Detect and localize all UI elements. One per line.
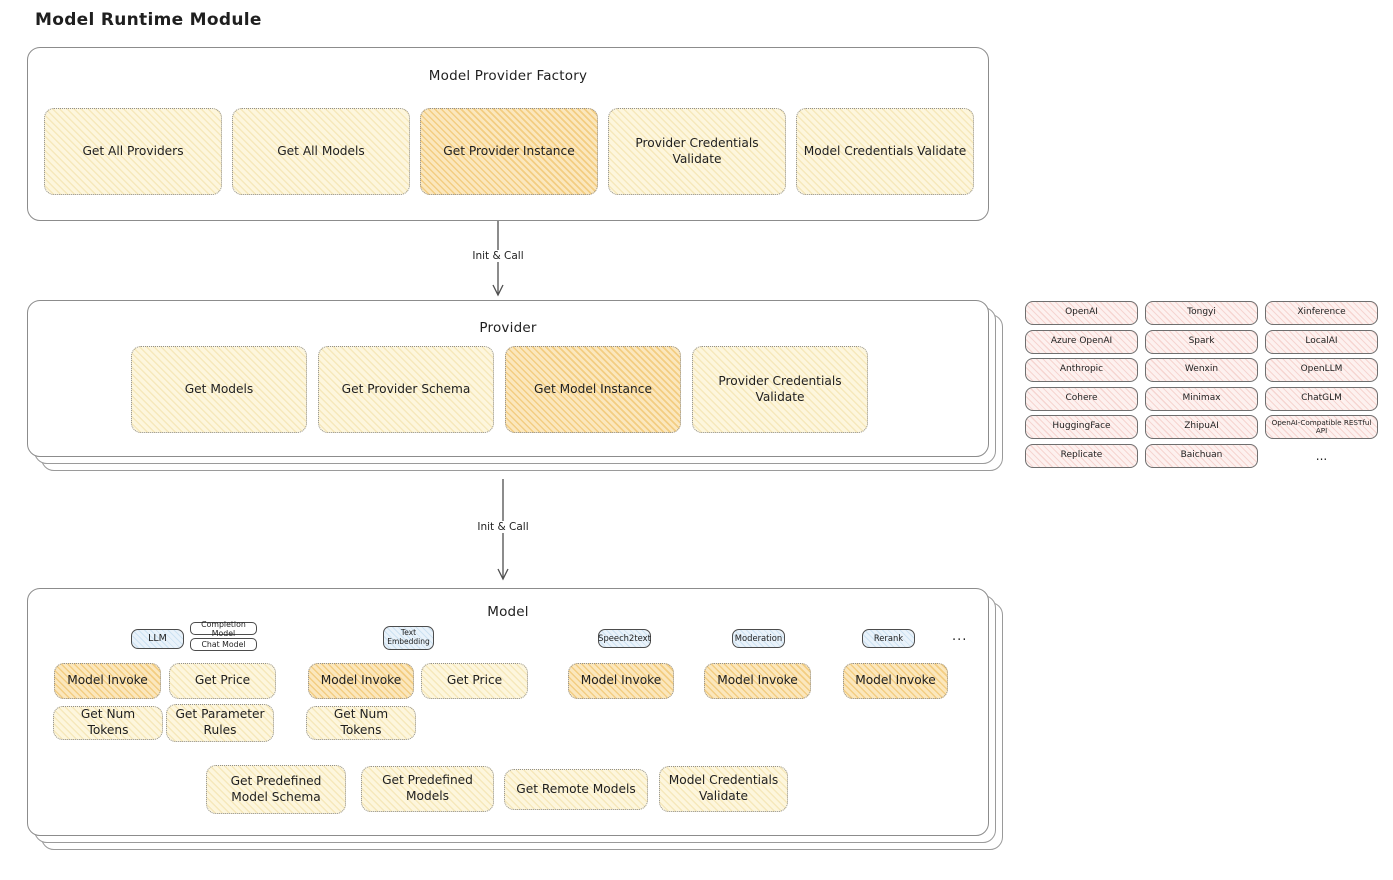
node-get-predefined-model-schema: Get Predefined Model Schema (206, 765, 346, 814)
provider-item-chatglm: ChatGLM (1265, 386, 1378, 411)
node-provider-credentials-validate: Provider Credentials Validate (608, 108, 786, 195)
tab-speech2text: Speech2text (598, 629, 651, 648)
provider-item-wenxin: Wenxin (1145, 358, 1258, 382)
tab-rerank: Rerank (862, 629, 915, 648)
provider-item-anthropic: Anthropic (1025, 358, 1138, 382)
node-get-remote-models: Get Remote Models (504, 769, 648, 810)
provider-item-zhipuai: ZhipuAI (1145, 415, 1258, 439)
provider-item-localai: LocalAI (1265, 329, 1378, 354)
node-get-all-providers: Get All Providers (44, 108, 222, 195)
node-model-credentials-validate-2: Model Credentials Validate (659, 766, 788, 812)
node-get-provider-instance: Get Provider Instance (420, 108, 598, 195)
node-get-provider-schema: Get Provider Schema (318, 346, 494, 433)
node-llm-get-num-tokens: Get Num Tokens (53, 706, 163, 740)
provider-item-replicate: Replicate (1025, 443, 1138, 468)
provider-item-cohere: Cohere (1025, 386, 1138, 411)
node-rerank-model-invoke: Model Invoke (843, 663, 948, 699)
tab-moderation: Moderation (732, 629, 785, 648)
model-tabs-ellipsis: ... (952, 629, 968, 644)
diagram-title: Model Runtime Module (35, 10, 262, 30)
node-speech2text-model-invoke: Model Invoke (568, 663, 674, 699)
model-box: Model LLM Completion Model Chat Model Te… (27, 588, 989, 836)
node-embedding-get-num-tokens: Get Num Tokens (306, 706, 416, 740)
node-get-model-instance: Get Model Instance (505, 346, 681, 433)
provider-list-grid: OpenAI Tongyi Xinference Azure OpenAI Sp… (1025, 301, 1378, 468)
provider-item-openllm: OpenLLM (1265, 358, 1378, 382)
model-container: Model LLM Completion Model Chat Model Te… (27, 588, 1003, 850)
provider-item-huggingface: HuggingFace (1025, 415, 1138, 439)
tab-chat-model: Chat Model (190, 638, 257, 651)
node-llm-get-price: Get Price (169, 663, 276, 699)
tab-completion-model: Completion Model (190, 620, 257, 638)
arrow1-label: Init & Call (467, 250, 529, 262)
model-title: Model (487, 604, 529, 620)
provider-item-baichuan: Baichuan (1145, 443, 1258, 468)
tab-llm: LLM (131, 629, 184, 649)
provider-list-ellipsis: ... (1315, 448, 1328, 463)
node-embedding-get-price: Get Price (421, 663, 528, 699)
node-get-models: Get Models (131, 346, 307, 433)
node-get-all-models: Get All Models (232, 108, 410, 195)
node-llm-model-invoke: Model Invoke (54, 663, 161, 699)
arrow2-label: Init & Call (472, 521, 534, 533)
provider-item-azure-openai: Azure OpenAI (1025, 329, 1138, 354)
provider-item-xinference: Xinference (1265, 301, 1378, 325)
node-get-predefined-models: Get Predefined Models (361, 766, 494, 812)
node-provider-credentials-validate-2: Provider Credentials Validate (692, 346, 868, 433)
node-embedding-model-invoke: Model Invoke (308, 663, 414, 699)
provider-box: Provider Get Models Get Provider Schema … (27, 300, 989, 457)
provider-item-minimax: Minimax (1145, 386, 1258, 411)
provider-container: Provider Get Models Get Provider Schema … (27, 300, 1003, 471)
provider-item-tongyi: Tongyi (1145, 301, 1258, 325)
provider-item-openai-compatible: OpenAI-Compatible RESTful API (1265, 415, 1378, 439)
node-get-parameter-rules: Get Parameter Rules (166, 704, 274, 742)
provider-item-openai: OpenAI (1025, 301, 1138, 325)
node-moderation-model-invoke: Model Invoke (704, 663, 811, 699)
tab-text-embedding: Text Embedding (383, 626, 434, 650)
factory-title: Model Provider Factory (428, 68, 588, 84)
factory-container: Model Provider Factory Get All Providers… (27, 47, 989, 221)
provider-item-spark: Spark (1145, 329, 1258, 354)
provider-title: Provider (479, 320, 537, 336)
node-model-credentials-validate: Model Credentials Validate (796, 108, 974, 195)
